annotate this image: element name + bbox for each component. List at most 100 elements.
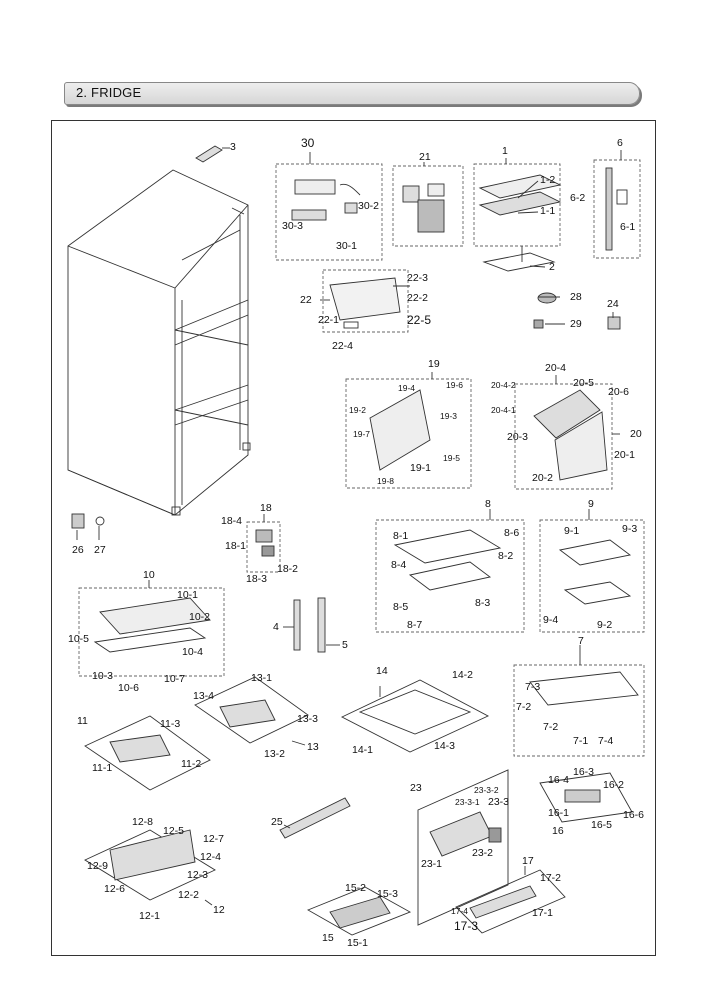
label-part-9-1: 9-1 — [564, 525, 580, 537]
label-part-8-5: 8-5 — [393, 601, 409, 613]
label-part-12-7: 12-7 — [203, 833, 225, 845]
label-part-1-2: 1-2 — [540, 174, 556, 186]
label-part-12: 12 — [213, 904, 225, 916]
label-part-6-2: 6-2 — [570, 192, 586, 204]
group-frame-13 — [194, 676, 309, 744]
label-part-17: 17 — [522, 855, 534, 867]
label-part-15-3: 15-3 — [377, 888, 399, 900]
label-part-24: 24 — [607, 298, 619, 310]
label-part-20-6: 20-6 — [608, 386, 630, 398]
label-part-7-3: 7-3 — [525, 681, 541, 693]
label-part-6-1: 6-1 — [620, 221, 636, 233]
label-part-30-2: 30-2 — [358, 200, 380, 212]
label-part-19-6: 19-6 — [446, 380, 464, 390]
label-part-12-9: 12-9 — [87, 860, 109, 872]
label-part-8-2: 8-2 — [498, 550, 514, 562]
label-part-19-7: 19-7 — [353, 429, 371, 439]
label-part-10-2: 10-2 — [189, 611, 211, 623]
label-part-10-3: 10-3 — [92, 670, 114, 682]
label-part-30-3: 30-3 — [282, 220, 304, 232]
label-part-9-2: 9-2 — [597, 619, 613, 631]
label-part-2: 2 — [549, 261, 555, 273]
label-part-12-6: 12-6 — [104, 883, 126, 895]
label-part-27: 27 — [94, 544, 106, 556]
label-part-14-1: 14-1 — [352, 744, 374, 756]
label-part-23-1: 23-1 — [421, 858, 443, 870]
label-part-19: 19 — [428, 358, 440, 370]
label-part-13-4: 13-4 — [193, 690, 215, 702]
label-part-14-2: 14-2 — [452, 669, 474, 681]
label-part-19-2: 19-2 — [349, 405, 367, 415]
label-part-15: 15 — [322, 932, 334, 944]
label-part-11: 11 — [77, 715, 88, 727]
group-box-6 — [593, 159, 641, 259]
label-part-12-1: 12-1 — [139, 910, 161, 922]
label-part-7-4: 7-4 — [598, 735, 614, 747]
label-part-3: 3 — [230, 141, 236, 153]
label-part-20-5: 20-5 — [573, 377, 595, 389]
label-part-9: 9 — [588, 498, 594, 510]
label-part-29: 29 — [570, 318, 582, 330]
label-part-30: 30 — [301, 136, 315, 150]
label-part-13-1: 13-1 — [251, 672, 273, 684]
section-header-bar: 2. FRIDGE — [64, 82, 640, 105]
group-box-18 — [246, 521, 281, 573]
label-part-12-5: 12-5 — [163, 825, 185, 837]
label-part-22-1: 22-1 — [318, 314, 340, 326]
label-part-8-4: 8-4 — [391, 559, 407, 571]
label-part-22-4: 22-4 — [332, 340, 354, 352]
label-part-12-8: 12-8 — [132, 816, 154, 828]
label-part-18-4: 18-4 — [221, 515, 243, 527]
group-frame-16 — [539, 772, 633, 823]
label-part-6: 6 — [617, 137, 623, 149]
label-part-10-5: 10-5 — [68, 633, 90, 645]
label-part-17-3: 17-3 — [454, 919, 479, 933]
group-frame-14 — [340, 679, 490, 753]
group-box-20 — [514, 383, 613, 490]
label-part-19-4: 19-4 — [398, 383, 416, 393]
label-part-10-6: 10-6 — [118, 682, 140, 694]
label-part-10-4: 10-4 — [182, 646, 204, 658]
label-part-8-6: 8-6 — [504, 527, 520, 539]
label-part-23-3: 23-3 — [488, 796, 510, 808]
label-part-20-3: 20-3 — [507, 431, 529, 443]
label-part-16-2: 16-2 — [603, 779, 625, 791]
label-part-8-3: 8-3 — [475, 597, 491, 609]
label-part-23-3-1: 23-3-1 — [455, 797, 480, 807]
fridge-cabinet-drawing — [67, 169, 251, 516]
label-part-19-8: 19-8 — [377, 476, 395, 486]
label-part-9-4: 9-4 — [543, 614, 559, 626]
label-part-22: 22 — [300, 294, 312, 306]
label-part-12-4: 12-4 — [200, 851, 222, 863]
label-part-17-2: 17-2 — [540, 872, 562, 884]
group-frame-23 — [417, 769, 509, 926]
label-part-16: 16 — [552, 825, 564, 837]
label-part-22-5: 22-5 — [407, 313, 432, 327]
group-box-19 — [345, 378, 472, 489]
label-part-11-3: 11-3 — [160, 718, 181, 730]
label-part-1-1: 1-1 — [540, 205, 556, 217]
diagram-frame — [51, 120, 656, 956]
label-part-10: 10 — [143, 569, 155, 581]
group-frame-17 — [455, 869, 566, 934]
label-part-5: 5 — [342, 639, 348, 651]
label-part-8: 8 — [485, 498, 491, 510]
label-part-1: 1 — [502, 145, 508, 157]
label-part-20-4-2: 20-4-2 — [491, 380, 516, 390]
label-part-16-3: 16-3 — [573, 766, 595, 778]
label-part-20-2: 20-2 — [532, 472, 554, 484]
label-part-23-3-2: 23-3-2 — [474, 785, 499, 795]
part-25-drawing — [279, 797, 351, 839]
label-part-23: 23 — [410, 782, 422, 794]
group-frame-12 — [84, 829, 216, 901]
group-frame-11 — [84, 715, 211, 791]
label-part-22-2: 22-2 — [407, 292, 429, 304]
part-3-drawing — [195, 145, 223, 163]
label-part-7-2a: 7-2 — [516, 701, 532, 713]
group-box-10 — [78, 587, 225, 677]
label-part-10-1: 10-1 — [177, 589, 199, 601]
group-box-22 — [322, 269, 409, 333]
label-part-20: 20 — [630, 428, 642, 440]
label-part-18: 18 — [260, 502, 272, 514]
